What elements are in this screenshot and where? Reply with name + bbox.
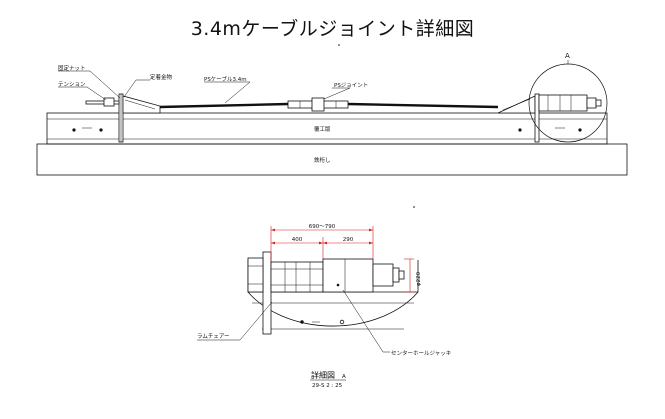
top-elevation <box>36 63 628 176</box>
dim-right: 290 <box>343 237 354 243</box>
detail-leaders <box>197 289 390 353</box>
label-upper-beam: 覆工版 <box>314 125 331 133</box>
dim-diameter: φ220 <box>416 271 422 286</box>
label-ps-joint: PSジョイント <box>334 83 368 89</box>
detail-a-drawing <box>247 251 419 335</box>
label-center-hole-jack: センターホールジャッキ <box>391 349 451 357</box>
label-detail-a: A <box>565 52 570 60</box>
label-fixing-nut: 固定ナット <box>58 64 86 72</box>
drawing-title: 3.4mケーブルジョイント詳細図 <box>190 18 475 40</box>
dim-total: 690～790 <box>309 224 336 230</box>
lower-slab <box>36 143 628 176</box>
top-leaders <box>58 60 569 104</box>
dimension-ticks <box>271 228 373 245</box>
label-ps-cable: PSケーブル3.4m <box>204 75 247 83</box>
label-fixing-bracket: 定着金物 <box>150 73 173 81</box>
label-ram-chair: ラムチェアー <box>197 333 230 340</box>
label-lower-slab: 鉄桁し <box>314 156 331 164</box>
detail-scale: 29-S 2 : 25 <box>312 383 343 389</box>
detail-caption-suffix: A <box>342 374 346 380</box>
dim-left: 400 <box>292 237 303 243</box>
label-tension: テンション <box>58 81 86 88</box>
detail-caption: 詳細図 <box>311 370 335 380</box>
